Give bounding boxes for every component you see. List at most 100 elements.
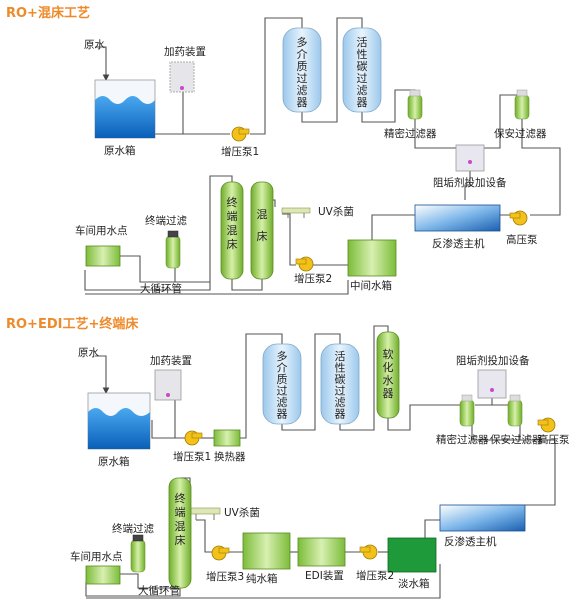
dosing-device-1 [169,61,195,93]
vessel-label-char: 活 [335,350,346,363]
vessel-label-char: 器 [277,408,288,421]
edi-label: EDI装置 [305,569,344,582]
uv-sterilizer-2 [189,507,221,520]
terminal-filter-2 [130,534,146,573]
raw-water-tank-label-1: 原水箱 [104,144,136,157]
vessel-label-char: 端 [227,210,238,223]
workshop-point-2 [85,565,121,585]
dosing-device-label-2: 加药装置 [150,354,192,367]
fresh-water-tank [387,537,437,573]
vessel-label-char: 器 [383,387,394,400]
booster-pump-3-label: 增压泵3 [206,570,244,583]
precision-filter-label-2: 精密过滤器 [436,433,489,446]
vessel-label-char: 过 [297,72,308,85]
vessel-label-char: 质 [277,373,288,386]
workshop-point-1 [85,245,121,267]
booster-pump-1-sec2 [184,430,203,446]
precision-filter-2 [459,394,475,427]
safety-filter-1 [514,89,530,120]
vessel-label-char: 软 [383,347,394,361]
loop-pipe-label-2: 大循环管 [138,584,180,597]
water-softener [376,331,400,419]
vessel-label-char: 床 [175,533,186,547]
heat-exchanger-label: 换热器 [214,450,246,463]
ro-unit-1 [414,204,501,232]
vessel-label-char: 床 [227,237,238,251]
terminal-mixed-bed-2 [168,477,192,589]
vessel-label-char: 终 [175,491,186,505]
booster-pump-1 [231,126,250,142]
precision-filter-1 [407,89,423,120]
vessel-label-char: 活 [357,36,368,49]
raw-water-tank-1 [94,79,156,139]
edi-device [297,537,346,567]
vessel-label-char: 器 [297,96,308,109]
terminal-mixed-bed-1 [220,181,244,280]
vessel-label-char: 碳 [335,372,346,386]
vessel-label-char: 过 [277,385,288,398]
high-pressure-pump-label-1: 高压泵 [506,233,538,246]
vessel-label-char: 化 [383,360,394,374]
booster-pump-1-label: 增压泵1 [221,145,259,158]
booster-pump-2-label-2: 增压泵2 [356,569,394,582]
vessel-label-char: 介 [297,48,308,61]
vessel-label-char: 端 [175,506,186,519]
workshop-point-label-1: 车间用水点 [75,224,128,237]
antiscalant-device-1 [455,144,485,172]
multimedia-filter-1 [282,27,322,113]
vessel-label-char: 滤 [335,396,346,409]
vessel-label-char: 滤 [297,84,308,97]
raw-water-tank-2 [87,392,151,450]
vessel-label-char: 过 [335,385,346,398]
vessel-label-char: 滤 [277,396,288,409]
vessel-label-char: 性 [357,47,368,61]
high-pressure-pump-1 [509,210,528,226]
raw-water-tank-label-2: 原水箱 [98,455,130,468]
booster-pump-3 [211,545,230,561]
mixed-bed-1 [250,181,274,280]
section1-pipes [84,17,561,295]
vessel-label-char: 混 [175,520,186,533]
multimedia-filter-2 [262,343,302,425]
vessel-label-char: 多 [277,349,288,363]
intermediate-tank-label: 中间水箱 [350,279,392,292]
loop-pipe-label-1: 大循环管 [140,282,182,295]
workshop-point-label-2: 车间用水点 [70,550,123,563]
vessel-label-char: 器 [335,408,346,421]
terminal-filter-label-2: 终端过滤 [112,522,154,535]
section1-title: RO+混床工艺 [6,5,90,21]
vessel-label-char: 多 [297,35,308,49]
raw-water-inlet-label-1: 原水 [84,39,105,51]
ro-unit-label-2: 反渗透主机 [444,535,497,548]
raw-water-inlet-label-2: 原水 [78,347,99,359]
carbon-filter-2 [320,343,360,425]
uv-label-2: UV杀菌 [224,506,260,519]
high-pressure-pump-label-2: 高压泵 [538,433,570,446]
pure-water-tank [242,532,291,570]
vessel-label-char: 性 [335,361,346,375]
booster-pump-2-sec1 [295,256,314,272]
safety-filter-label-1: 保安过滤器 [494,127,547,140]
terminal-filter-1 [165,230,181,269]
vessel-label-char: 床 [257,229,268,243]
booster-pump-2-sec2 [359,544,378,560]
vessel-label-char: 混 [227,224,238,237]
ro-unit-label-1: 反渗透主机 [432,237,485,250]
carbon-filter-1 [342,27,382,113]
antiscalant-label-2: 阻垢剂投加设备 [456,354,530,367]
dosing-device-2 [154,369,182,401]
antiscalant-device-2 [477,369,507,399]
high-pressure-pump-2 [537,417,556,433]
vessel-label-char: 碳 [357,59,368,73]
uv-sterilizer-1 [281,207,311,218]
pure-water-tank-label: 纯水箱 [246,572,278,585]
vessel-label-char: 混 [257,208,268,221]
terminal-filter-label-1: 终端过滤 [145,214,187,227]
vessel-label-char: 过 [357,72,368,85]
